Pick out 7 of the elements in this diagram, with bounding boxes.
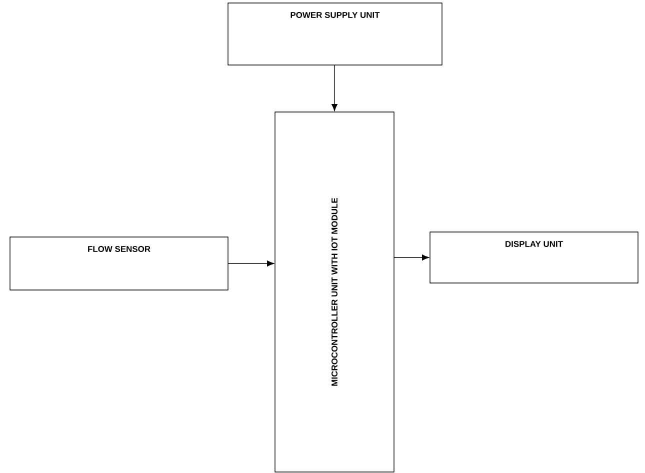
block-box: POWER SUPPLY UNIT xyxy=(228,2,442,66)
block-box: MICROCONTROLLER UNIT WITH IOT MODULE xyxy=(274,112,394,472)
arrow xyxy=(332,64,338,111)
block-box: DISPLAY UNIT xyxy=(430,232,638,284)
block-box: FLOW SENSOR xyxy=(10,236,228,290)
arrow xyxy=(228,260,274,266)
arrow xyxy=(394,254,430,260)
